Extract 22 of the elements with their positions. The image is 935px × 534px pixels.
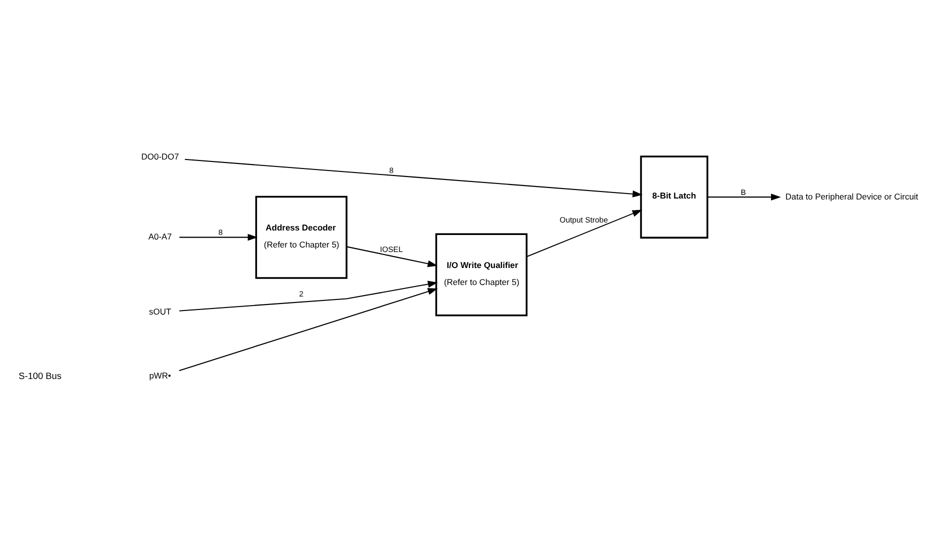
edge-label: 8 [388, 166, 394, 175]
node-text: Data to Peripheral Device or Circuit [784, 191, 918, 202]
node-box: Address Decoder (Refer to Chapter 5) [254, 196, 347, 279]
edge-label: 8 [218, 228, 222, 238]
node-text: pWR• [148, 370, 171, 381]
arrow [706, 194, 780, 201]
arrow [178, 280, 438, 312]
arrow [346, 246, 438, 268]
node-text: sOUT [148, 306, 171, 316]
edge-label: B [740, 188, 746, 197]
edge-label: Output Strobe [559, 215, 608, 224]
node-text: DO0-DO7 [140, 152, 178, 162]
node-text: A0-A7 [148, 232, 172, 242]
label: S-100 Bus [18, 370, 61, 381]
node-box: 8-Bit Latch [640, 156, 708, 239]
arrow [178, 234, 258, 241]
edge-label: IOSEL [379, 245, 402, 254]
arrow [184, 158, 642, 198]
arrow [178, 288, 438, 372]
arrow [526, 210, 642, 258]
node-box: I/O Write Qualifier (Refer to Chapter 5) [434, 233, 527, 316]
edge-label: 2 [298, 290, 304, 299]
